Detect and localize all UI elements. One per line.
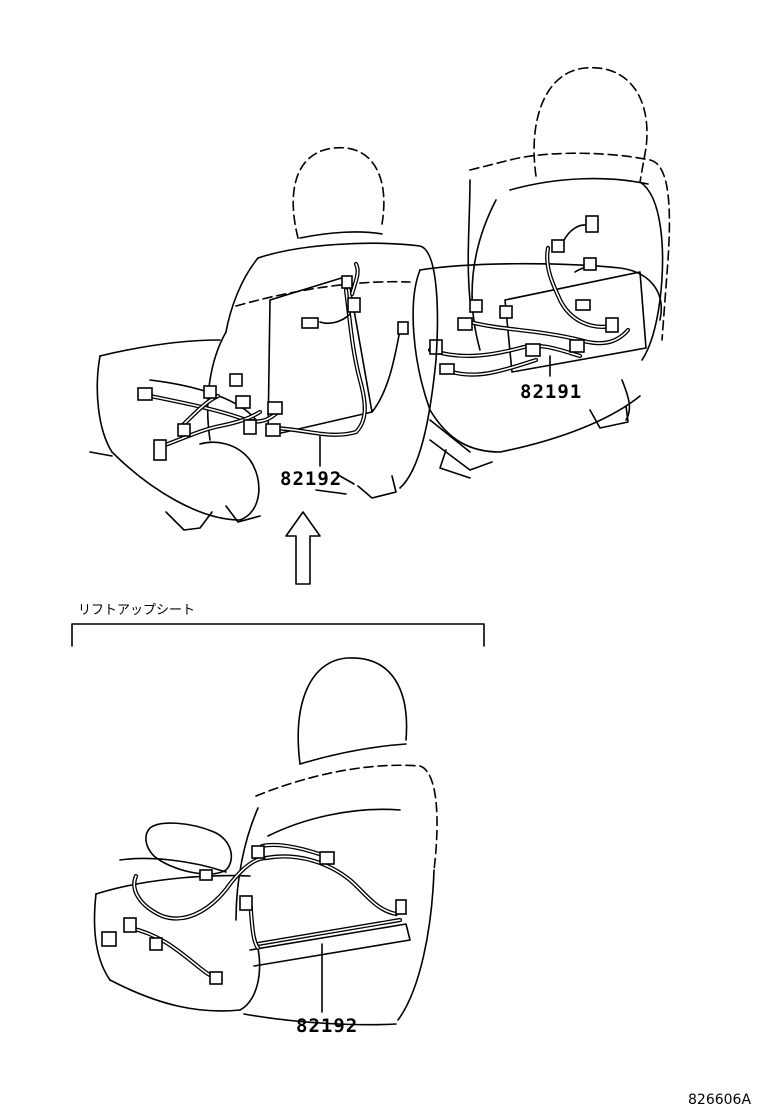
- section-title: リフトアップシート: [78, 603, 195, 618]
- part-number-82192-lower: 82192: [296, 1015, 358, 1037]
- figure-code: 826606A: [688, 1092, 751, 1108]
- part-number-82192-upper: 82192: [280, 468, 342, 490]
- lower-seat: 82192: [93, 657, 438, 1037]
- up-arrow: [285, 511, 321, 585]
- part-number-82191: 82191: [520, 381, 582, 403]
- section-bracket: [71, 623, 485, 647]
- upper-left-seat: 82192: [89, 146, 439, 531]
- upper-right-seat: 82191: [412, 67, 671, 479]
